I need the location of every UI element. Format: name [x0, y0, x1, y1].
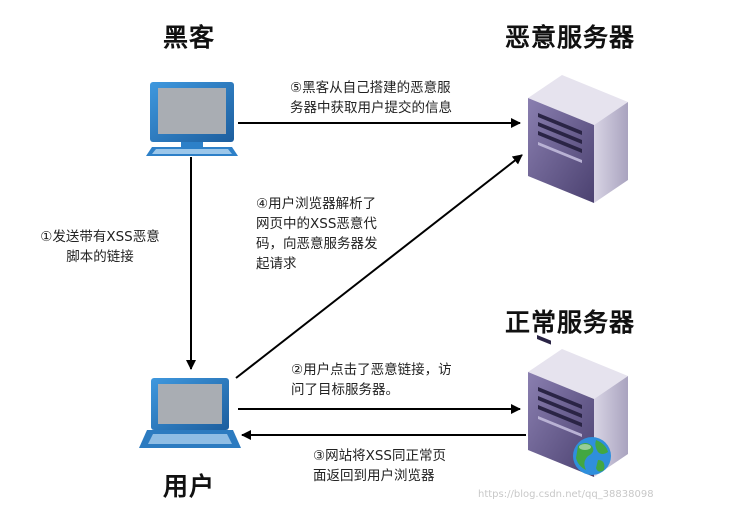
step3-line-2: 面返回到用户浏览器: [313, 468, 435, 484]
step4-line-2: 网页中的XSS恶意代: [256, 216, 377, 232]
step1-line-2: 脚本的链接: [66, 249, 134, 265]
arrow-step4: [235, 154, 523, 379]
malicious-server-icon: [528, 75, 628, 345]
normal-server-title: 正常服务器: [505, 308, 636, 337]
step4-label: ④用户浏览器解析了 网页中的XSS恶意代 码，向恶意服务器发 起请求: [256, 194, 378, 274]
watermark-text: https://blog.csdn.net/qq_38838098: [478, 489, 654, 500]
step5-line-1: ⑤黑客从自己搭建的恶意服: [290, 80, 451, 96]
step1-line-1: ①发送带有XSS恶意: [40, 229, 160, 245]
step5-line-2: 务器中获取用户提交的信息: [290, 100, 452, 116]
step2-line-2: 问了目标服务器。: [291, 382, 399, 398]
step3-line-1: ③网站将XSS同正常页: [313, 448, 446, 464]
step1-label: ①发送带有XSS恶意 脚本的链接: [20, 227, 180, 267]
hacker-title: 黑客: [163, 23, 216, 52]
step2-label: ②用户点击了恶意链接，访 问了目标服务器。: [291, 360, 452, 400]
normal-server-icon: [528, 349, 628, 477]
step2-line-1: ②用户点击了恶意链接，访: [291, 362, 452, 378]
step4-line-4: 起请求: [256, 256, 297, 272]
laptop-icon: [139, 378, 241, 448]
step4-line-1: ④用户浏览器解析了: [256, 196, 377, 212]
step5-label: ⑤黑客从自己搭建的恶意服 务器中获取用户提交的信息: [290, 78, 452, 118]
desktop-computer-icon: [146, 82, 238, 156]
globe-icon: [573, 437, 611, 475]
step3-label: ③网站将XSS同正常页 面返回到用户浏览器: [313, 446, 446, 486]
step4-line-3: 码，向恶意服务器发: [256, 236, 378, 252]
user-title: 用户: [163, 472, 216, 501]
malicious-server-title: 恶意服务器: [505, 23, 636, 52]
